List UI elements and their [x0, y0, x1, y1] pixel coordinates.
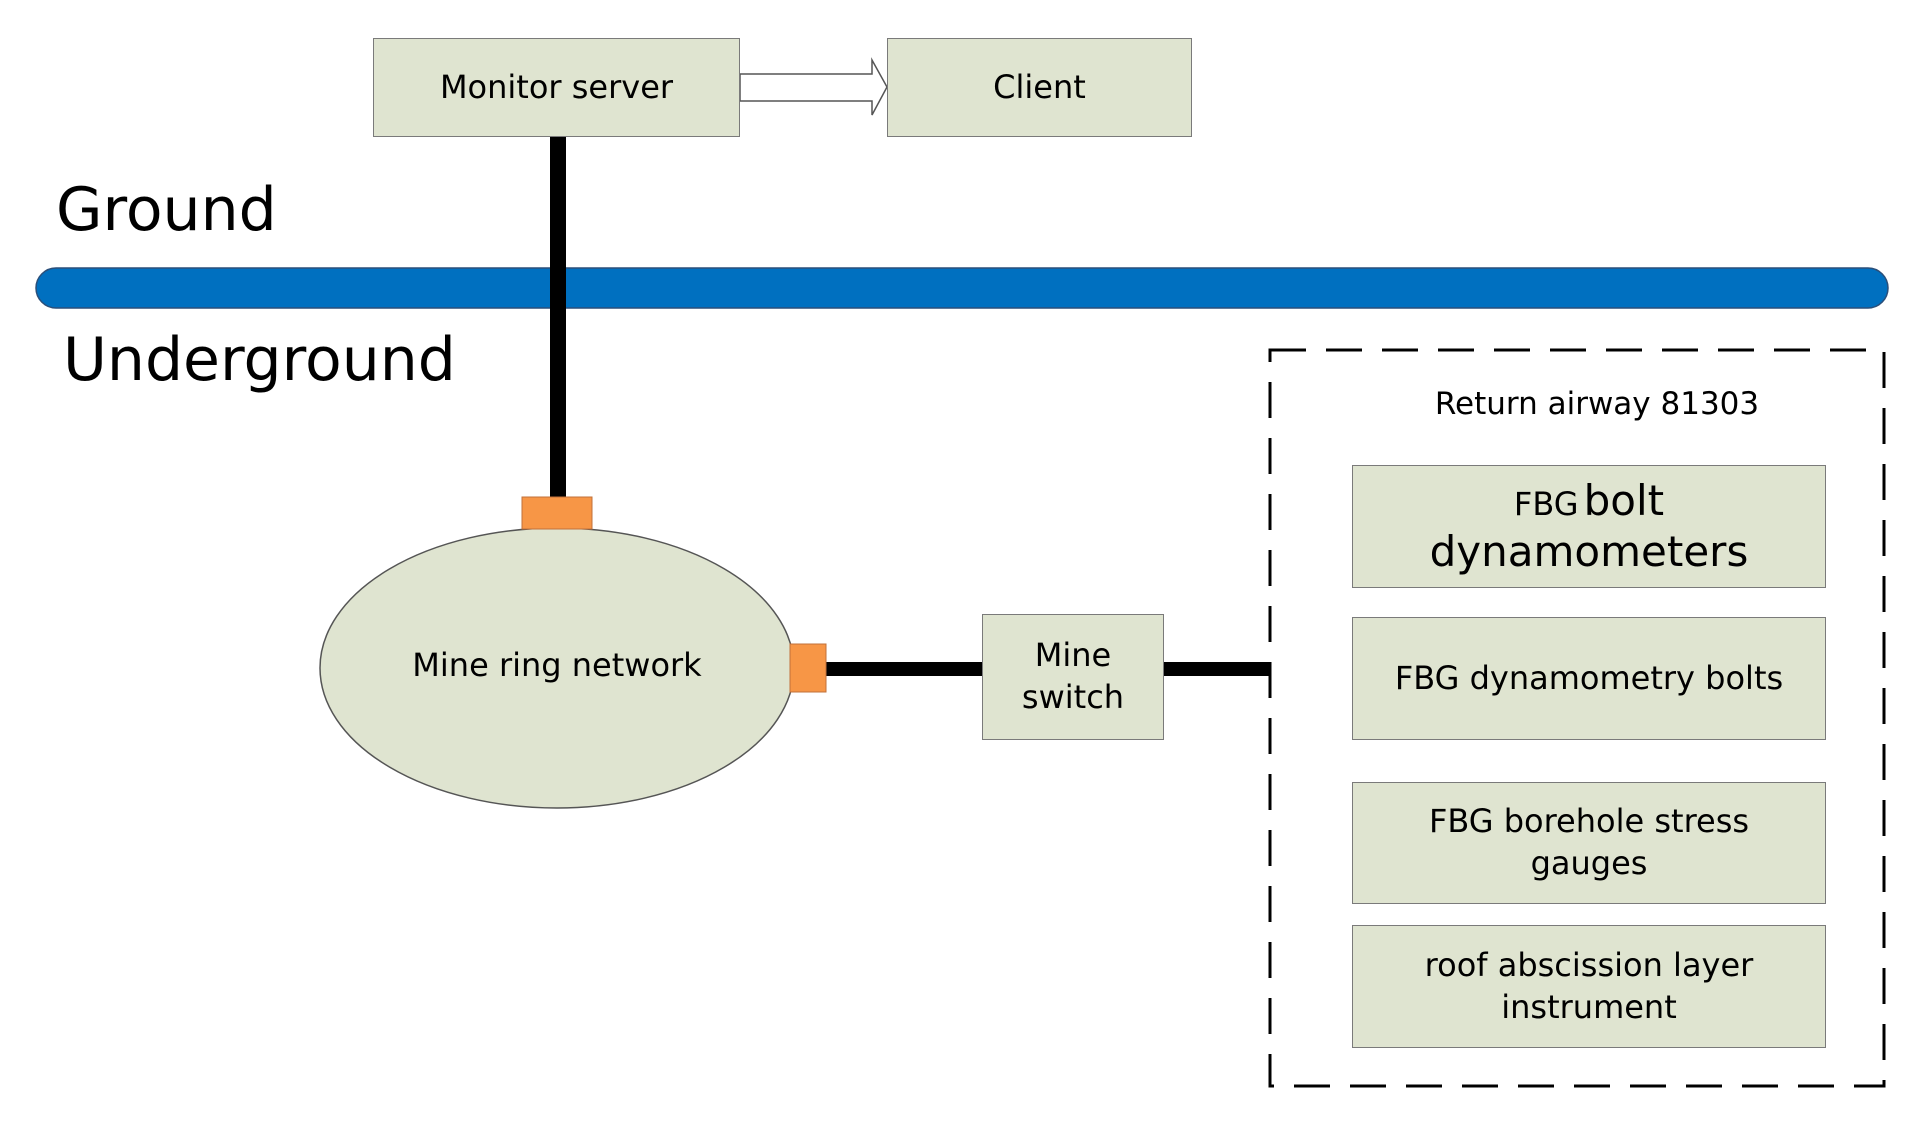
mine-ring-network-label: Mine ring network: [412, 646, 702, 684]
fbg-borehole-stress-line1: FBG borehole stress: [1428, 802, 1750, 841]
monitor-server-box: Monitor server: [373, 38, 740, 137]
fbg-borehole-stress-box: FBG borehole stress gauges: [1352, 782, 1826, 904]
bolt-word: bolt: [1583, 476, 1665, 526]
roof-abscission-line1: roof abscission layer: [1424, 945, 1754, 984]
fbg-bolt-dynamometers-box: FBG bolt dynamometers: [1352, 465, 1826, 588]
mine-switch-box: Mine switch: [982, 614, 1164, 740]
roof-abscission-line2: instrument: [1501, 987, 1677, 1026]
ring-top-connector: [521, 496, 593, 530]
mine-switch-line1: Mine: [1034, 636, 1112, 675]
monitor-server-label: Monitor server: [439, 67, 674, 106]
fbg-bolt-dynamometers-line2: dynamometers: [1429, 526, 1749, 576]
fbg-bolt-dynamometers-line1: FBG bolt: [1514, 476, 1664, 526]
fbg-dynamometry-bolts-label: FBG dynamometry bolts: [1394, 658, 1784, 697]
server-client-arrow: [739, 57, 888, 116]
mine-switch-line2: switch: [1021, 678, 1125, 716]
switch-airway-link: [1164, 662, 1270, 676]
return-airway-title: Return airway 81303: [1434, 386, 1760, 422]
ring-switch-link: [826, 662, 982, 676]
client-label: Client: [993, 67, 1086, 106]
fbg-dynamometry-bolts-box: FBG dynamometry bolts: [1352, 617, 1826, 740]
server-ring-link: [550, 137, 566, 499]
ring-right-connector: [789, 643, 827, 693]
client-box: Client: [887, 38, 1192, 137]
return-airway-region: [1268, 348, 1886, 1088]
roof-abscission-box: roof abscission layer instrument: [1352, 925, 1826, 1048]
ground-line: [35, 267, 1889, 309]
ground-label: Ground: [56, 175, 277, 245]
underground-label: Underground: [63, 325, 456, 395]
fbg-prefix: FBG: [1513, 485, 1579, 524]
fbg-borehole-stress-line2: gauges: [1530, 844, 1648, 882]
